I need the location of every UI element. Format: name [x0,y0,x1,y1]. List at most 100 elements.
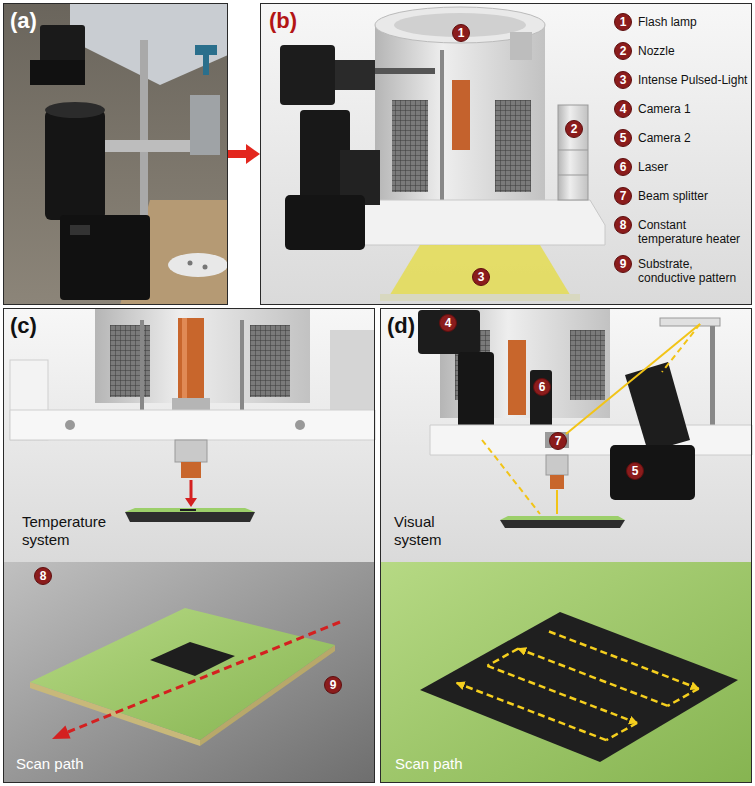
blue-fitting [203,55,209,75]
callout-number: 4 [439,314,457,332]
callout-number: 5 [626,462,644,480]
plate-hole [188,261,193,266]
legend-number: 3 [615,72,631,88]
figure-panel: (d) Visual systemScan path 4 6 7 5 [380,308,752,783]
legend-number: 2 [615,43,631,59]
callout-number: 1 [452,24,470,42]
nozzle-tip [550,475,564,489]
camera-body [60,215,150,300]
render-background [3,308,375,562]
callout-number: 2 [565,120,583,138]
legend-number: 7 [615,188,631,204]
system-label: Visual system [394,513,464,549]
render-background [260,3,752,305]
housing-window [570,330,605,400]
heat-arrow [190,480,193,499]
callout-text: 6 [534,379,550,395]
nozzle [558,105,588,200]
panel-letter: (d) [387,313,415,339]
conductive-pattern [150,642,235,676]
legend-item: 2Nozzle [614,42,632,60]
mirror [660,318,720,326]
scan-path-label: Scan path [16,755,84,773]
camera-body [30,60,85,85]
camera-lens [625,362,690,452]
legend-text: Flash lamp [638,15,750,29]
rod [140,320,144,410]
photo-background [3,3,228,305]
bracket-bar [430,425,752,455]
callout-text: 5 [627,463,643,479]
camera-lens-top [45,102,105,118]
callout-text: 9 [325,677,341,693]
side-part [330,330,375,410]
legend-item: 6Laser [614,158,632,176]
scan-path [549,632,699,689]
reflective-plate [70,3,228,85]
scan-path [518,649,668,706]
legend-item: 8Constant temperature heater [614,216,632,234]
nut [175,440,207,462]
scan-path [487,649,518,666]
nozzle-ring [558,175,588,176]
scan-path [68,622,340,732]
callout-number: 3 [472,268,490,286]
callout-number: 6 [533,378,551,396]
camera-detail [70,225,90,235]
housing-notch [510,32,532,60]
callout-text: 7 [550,433,566,449]
camera-body [285,195,365,250]
legend-item: 7Beam splitter [614,187,632,205]
round-plate [168,253,228,277]
substrate [380,294,580,301]
legend-item: 3Intense Pulsed-Light [614,71,632,89]
camera-body [418,310,480,354]
nozzle [546,455,568,475]
beam [482,440,540,514]
copper-heater [452,80,470,150]
legend-item: 1Flash lamp [614,13,632,31]
callout-number: 8 [34,567,52,585]
substrate [30,608,335,740]
substrate-edge [125,512,255,522]
scan-path-label: Scan path [395,755,463,773]
flash-lamp-housing [375,25,545,200]
bracket-bar [10,410,375,440]
bolt-hole [65,420,75,430]
blue-fitting [195,45,217,55]
panel-letter: (c) [10,313,37,339]
system-label: Temperature system [22,513,122,549]
legend-text: Intense Pulsed-Light [638,73,750,87]
copper-highlight [182,318,187,400]
heater-tip [181,462,201,478]
legend-text: Camera 1 [638,102,750,116]
legend-text: Nozzle [638,44,750,58]
heat-arrowhead [185,498,197,507]
legend-item: 9Substrate, conductive pattern [614,255,632,273]
camera-body [280,45,335,105]
scan-path [457,683,607,740]
legend-number: 6 [615,159,631,175]
beam [662,324,700,372]
housing-window [392,100,428,192]
legend-text: Substrate, conductive pattern [638,257,750,285]
callout-text: 4 [440,315,456,331]
copper-heater [178,318,204,400]
camera-lens [458,352,494,437]
beam [556,490,558,514]
copper-heater [508,340,526,415]
scan-path [487,666,637,723]
camera-lens [335,60,375,90]
camera-lens [45,110,105,220]
substrate-closeup [380,562,752,783]
scan-path [668,689,699,706]
substrate-edge [500,520,625,528]
callout-text: 3 [473,269,489,285]
substrate [500,516,625,520]
housing-window [250,325,290,397]
scan-path [606,723,637,740]
